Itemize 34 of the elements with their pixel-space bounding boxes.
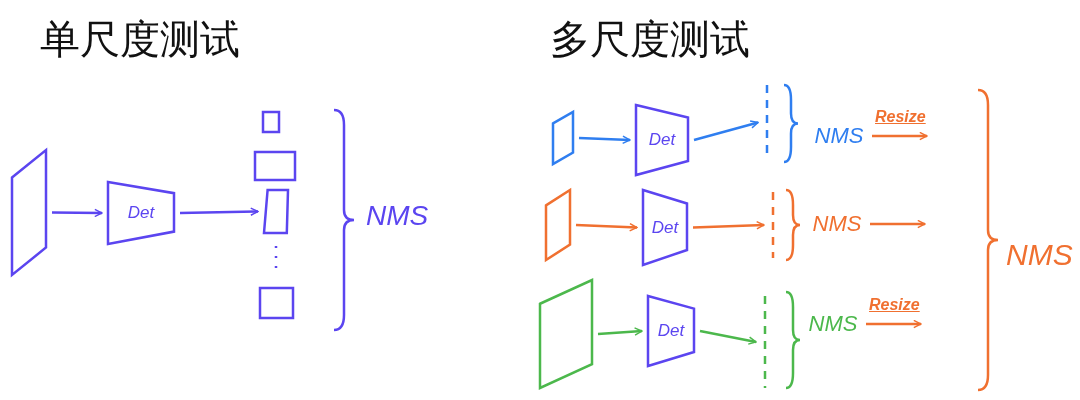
arrow	[692, 220, 765, 230]
arrow	[597, 327, 643, 336]
dashed-line	[770, 192, 776, 258]
bounding-box	[264, 190, 288, 233]
text-label: NMS	[812, 118, 866, 154]
arrow	[578, 135, 631, 145]
image-frame	[546, 190, 570, 260]
arrow	[872, 131, 928, 141]
trapezoid-box: Det	[643, 190, 687, 265]
arrow	[693, 120, 759, 142]
nms-text: NMS	[366, 200, 429, 232]
image-frame	[12, 150, 46, 275]
trapezoid-box: Det	[648, 296, 694, 366]
arrow	[179, 207, 259, 216]
bounding-box	[263, 112, 279, 132]
trapezoid-box: Det	[108, 182, 174, 244]
dashed-line	[762, 296, 768, 388]
arrow	[866, 319, 922, 329]
image-frame	[553, 112, 573, 164]
edge-label: Resize	[868, 296, 921, 314]
arrow	[575, 222, 638, 232]
bounding-box	[260, 288, 293, 318]
bounding-box	[255, 152, 295, 180]
heading-text: 单尺度测试	[40, 16, 240, 63]
text-label: NMS	[810, 206, 864, 242]
trapezoid-box: Det	[636, 105, 688, 175]
image-frame	[540, 280, 592, 388]
text-label: NMS	[806, 306, 860, 342]
edge-label: Resize	[874, 108, 927, 126]
arrow	[870, 219, 926, 229]
arrow	[699, 329, 757, 345]
arrow	[52, 208, 103, 218]
heading-text: 多尺度测试	[550, 16, 750, 63]
nms-text: NMS	[1006, 238, 1073, 272]
